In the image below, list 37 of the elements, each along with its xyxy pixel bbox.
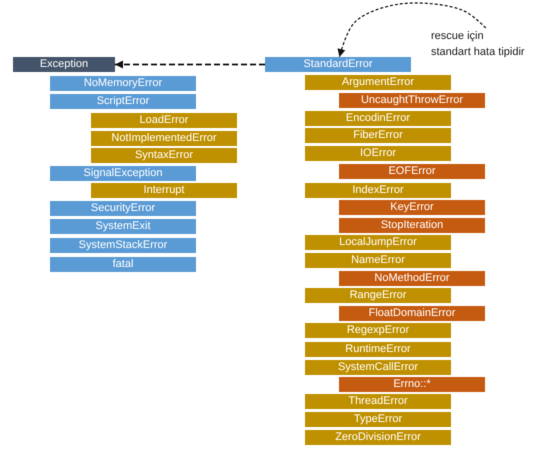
class-box: RegexpError: [305, 323, 451, 338]
class-box: LocalJumpError: [305, 235, 451, 250]
class-box: StandardError: [265, 57, 411, 72]
class-box: RuntimeError: [305, 342, 451, 357]
note-text: rescue için standart hata tipidir: [431, 28, 526, 60]
class-box: SystemStackError: [50, 238, 196, 253]
class-box: SyntaxError: [91, 148, 237, 163]
class-box: UncaughtThrowError: [339, 93, 485, 108]
class-box: ZeroDivisionError: [305, 430, 451, 445]
class-box: ArgumentError: [305, 75, 451, 90]
curved-arrow: [338, 2, 486, 58]
class-box: IndexError: [305, 183, 451, 198]
class-box: SecurityError: [50, 201, 196, 216]
class-box: SystemCallError: [305, 360, 451, 375]
class-box: SignalException: [50, 166, 196, 181]
class-box: KeyError: [339, 200, 485, 215]
class-box: Interrupt: [91, 183, 237, 198]
class-box: ThreadError: [305, 394, 451, 409]
class-box: TypeError: [305, 412, 451, 427]
class-box: EOFError: [339, 164, 485, 179]
class-box: RangeError: [305, 288, 451, 303]
arrow: [115, 60, 265, 68]
class-box: NotImplementedError: [91, 131, 237, 146]
class-box: NoMethodError: [339, 271, 485, 286]
class-box: fatal: [50, 257, 196, 272]
class-box: Exception: [13, 57, 115, 72]
class-box: FiberError: [305, 128, 451, 143]
class-box: IOError: [305, 146, 451, 161]
class-box: FloatDomainError: [339, 306, 485, 321]
class-box: SystemExit: [50, 219, 196, 234]
class-box: EncodinError: [305, 111, 451, 126]
class-box: LoadError: [91, 113, 237, 128]
class-box: Errno::*: [339, 377, 485, 392]
class-box: NoMemoryError: [50, 76, 196, 91]
class-box: ScriptError: [50, 94, 196, 109]
class-box: StopIteration: [339, 218, 485, 233]
class-box: NameError: [305, 253, 451, 268]
